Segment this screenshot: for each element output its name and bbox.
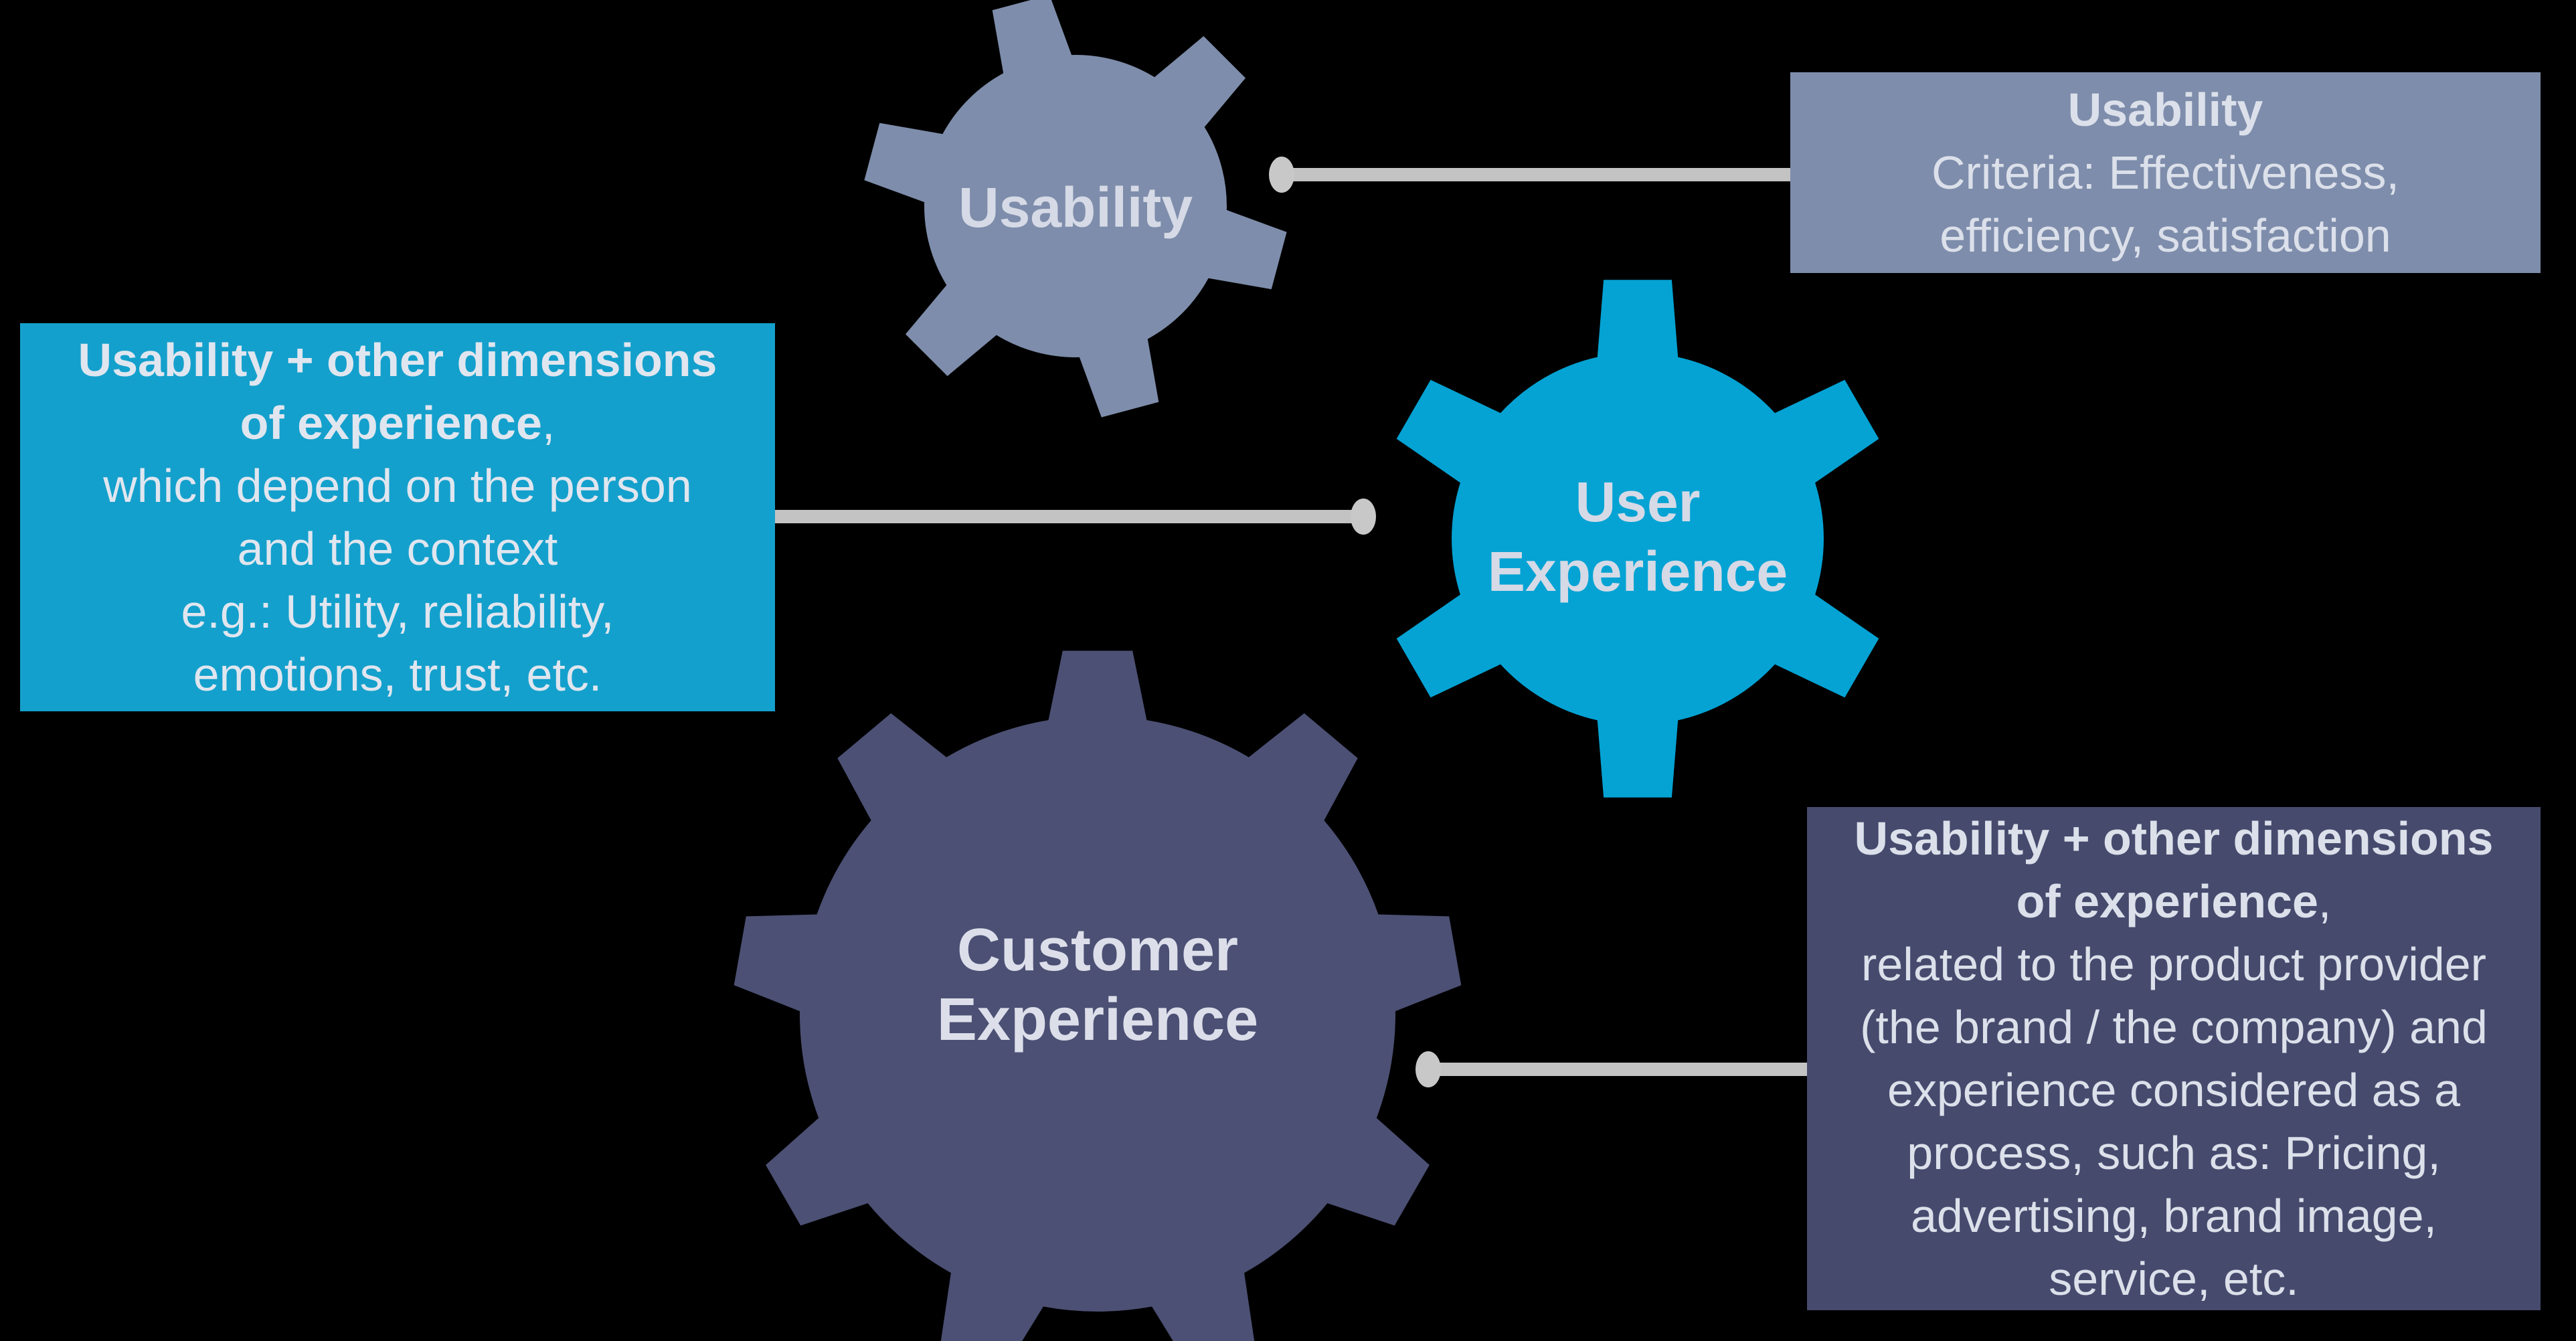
text-segment: of experience [2016,875,2318,927]
text-line: of experience, [20,391,775,454]
text-segment: emotions, trust, etc. [193,648,602,701]
text-segment: of experience [240,397,542,449]
gear-label-line: Customer [957,917,1238,984]
gear-customer-experience [734,650,1462,1341]
text-line: efficiency, satisfaction [1790,204,2541,267]
text-line: Usability + other dimensions [1807,807,2541,870]
text-line: advertising, brand image, [1807,1184,2541,1247]
text-segment: e.g.: Utility, reliability, [181,586,614,638]
text-line: which depend on the person [20,454,775,517]
text-segment: , [2318,875,2332,927]
text-segment: process, such as: Pricing, [1907,1127,2441,1179]
text-segment: experience considered as a [1887,1064,2461,1116]
connector-dot-usability [1269,157,1294,193]
gear-user-experience [1396,280,1879,798]
text-segment: Usability + other dimensions [1854,812,2494,865]
text-line: related to the product provider [1807,933,2541,996]
text-segment: advertising, brand image, [1911,1190,2437,1242]
text-line: experience considered as a [1807,1059,2541,1122]
text-line: of experience, [1807,870,2541,933]
text-segment: service, etc. [2049,1253,2299,1305]
text-segment: efficiency, satisfaction [1940,209,2391,262]
gear-usability [864,0,1287,418]
gear-label-line: Experience [937,986,1258,1053]
text-line: Usability + other dimensions [20,329,775,391]
text-line: Criteria: Effectiveness, [1790,141,2541,204]
gear-label-line: Usability [958,176,1193,239]
connector-dot-customer-experience [1415,1051,1441,1087]
text-segment: Usability [2067,84,2263,136]
text-segment: (the brand / the company) and [1860,1001,2488,1053]
text-segment: which depend on the person [103,460,692,512]
gear-label-line: Experience [1488,540,1788,603]
text-line: emotions, trust, etc. [20,643,775,706]
gear-label-usability: Usability [958,176,1193,239]
connectors-layer [775,157,1807,1087]
text-line: service, etc. [1807,1247,2541,1310]
text-segment: Criteria: Effectiveness, [1931,147,2399,199]
text-segment: Usability + other dimensions [78,334,717,386]
gear-label-line: User [1575,470,1701,533]
text-segment: related to the product provider [1861,938,2486,990]
connector-dot-user-experience [1351,499,1376,535]
text-segment: , [541,397,555,449]
text-line: and the context [20,517,775,580]
text-line: process, such as: Pricing, [1807,1122,2541,1184]
text-line: Usability [1790,78,2541,141]
text-line: (the brand / the company) and [1807,996,2541,1059]
text-segment: and the context [237,523,558,575]
text-line: e.g.: Utility, reliability, [20,580,775,643]
